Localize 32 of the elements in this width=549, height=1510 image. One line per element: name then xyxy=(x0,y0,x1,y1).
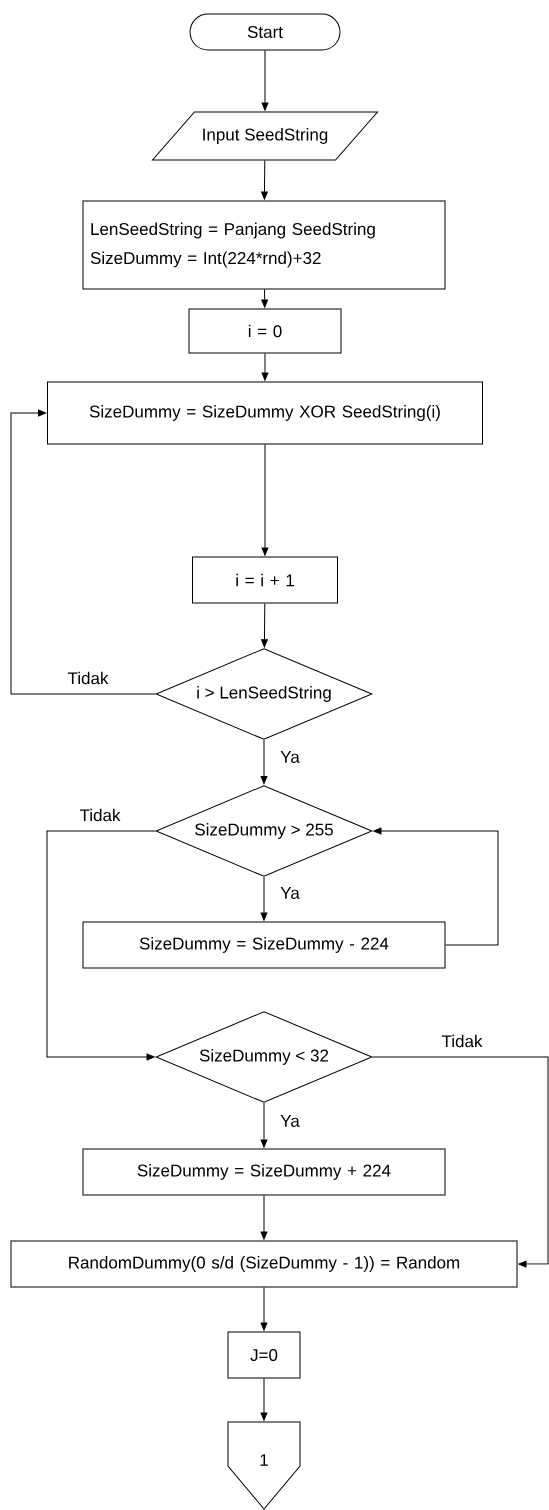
process-box: SizeDummy = SizeDummy - 224 xyxy=(82,921,446,969)
arrow xyxy=(261,444,269,556)
edge-label: Tidak xyxy=(78,807,122,823)
arrow xyxy=(261,603,268,648)
edge-label: Tidak xyxy=(440,1033,484,1049)
off-page-connector: 1 xyxy=(227,1421,301,1510)
process-box: SizeDummy = SizeDummy XOR SeedString(i) xyxy=(47,381,483,445)
process-box: LenSeedString = Panjang SeedString SizeDummy = Int(224*rnd)+32 xyxy=(82,200,446,290)
arrow xyxy=(261,289,269,308)
edge-label: Ya xyxy=(279,886,301,900)
process-box: i = i + 1 xyxy=(192,556,338,604)
arrow xyxy=(372,1056,549,1268)
arrow xyxy=(373,827,499,946)
arrow xyxy=(260,876,268,921)
input-parallelogram: Input SeedString xyxy=(152,111,378,161)
arrow xyxy=(261,160,268,200)
arrow xyxy=(260,1195,268,1240)
process-box: SizeDummy = SizeDummy + 224 xyxy=(82,1148,446,1196)
arrow xyxy=(261,353,269,381)
arrow xyxy=(260,1378,268,1421)
arrow xyxy=(260,1287,268,1331)
arrow xyxy=(46,830,156,1061)
arrow xyxy=(261,50,269,111)
arrow xyxy=(10,409,156,695)
arrow xyxy=(260,739,268,785)
edge-label: Ya xyxy=(279,1114,301,1128)
process-box: RandomDummy(0 s/d (SizeDummy - 1)) = Random xyxy=(10,1240,518,1288)
edge-label: Ya xyxy=(279,750,301,764)
edge-label: Tidak xyxy=(66,670,110,686)
process-box: i = 0 xyxy=(188,308,342,354)
process-box: J=0 xyxy=(227,1331,301,1379)
arrow xyxy=(260,1102,268,1148)
